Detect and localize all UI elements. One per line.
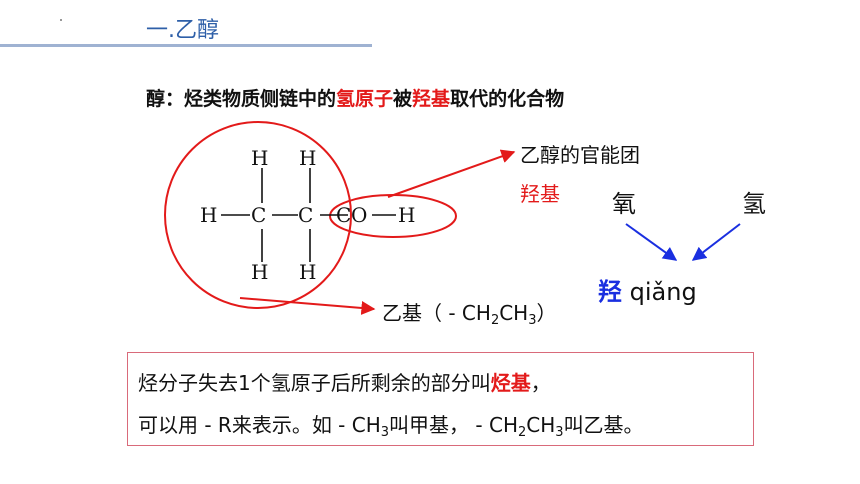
ethyl-suffix: ）	[536, 301, 557, 325]
decor-dot	[60, 19, 62, 21]
note-line-2: 可以用 - R来表示。如 - CH3叫甲基， - CH2CH3叫乙基。	[138, 409, 644, 440]
title-underline	[0, 44, 372, 47]
section-title: 一.乙醇	[146, 18, 219, 43]
definition-prefix: 醇：烃类物质侧链中的	[146, 88, 337, 110]
arrow-to-ethyl	[239, 297, 376, 315]
qiang-pinyin: qiǎng	[629, 278, 697, 306]
note-line1-prefix: 烃分子失去1个氢原子后所剩余的部分叫	[138, 371, 491, 395]
label-qiang: 羟 qiǎng	[598, 272, 697, 307]
definition-highlight-hydroxyl: 羟基	[412, 88, 451, 110]
note-line2-c: CH	[526, 413, 556, 437]
label-functional-group: 乙醇的官能团	[520, 143, 640, 167]
atom-h-left: H	[200, 203, 217, 227]
atom-h-bottom-left: H	[251, 260, 268, 284]
arrow-hydrogen-to-qiang	[691, 223, 741, 261]
definition-mid: 被	[393, 88, 413, 110]
label-ethyl: 乙基（ - CH2CH3）	[382, 297, 557, 328]
arrow-oxygen-to-qiang	[625, 223, 678, 261]
atom-o: O	[351, 203, 367, 227]
note-line1-highlight: 烃基	[490, 371, 531, 395]
qiang-char: 羟	[598, 278, 622, 306]
label-hydrogen: 氢	[742, 190, 766, 218]
ethyl-sub1: 2	[490, 313, 500, 328]
label-hydroxyl: 羟基	[520, 182, 560, 206]
note-line2-b: 叫甲基， - CH	[389, 413, 518, 437]
note-line2-sub1: 3	[380, 425, 390, 440]
note-line2-d: 叫乙基。	[563, 413, 644, 437]
note-line1-suffix: ，	[530, 371, 551, 395]
atom-h-top-right: H	[299, 146, 316, 170]
label-oxygen: 氧	[612, 190, 636, 218]
ethyl-sub2: 3	[528, 313, 537, 328]
note-line2-sub3: 3	[555, 425, 564, 440]
bonds	[221, 168, 396, 262]
atom-h-right: H	[398, 203, 415, 227]
definition-highlight-hydrogen-atom: 氢原子	[336, 88, 394, 110]
atom-h-top-left: H	[251, 146, 268, 170]
note-line2-sub2: 2	[517, 425, 527, 440]
ethyl-prefix: 乙基（ - CH	[382, 301, 491, 325]
ethyl-circle	[164, 121, 352, 309]
atom-c-overlap: C	[336, 203, 351, 227]
note-line-1: 烃分子失去1个氢原子后所剩余的部分叫烃基，	[138, 367, 551, 396]
note-box: 烃分子失去1个氢原子后所剩余的部分叫烃基， 可以用 - R来表示。如 - CH3…	[127, 352, 754, 446]
atom-c2: C	[298, 203, 313, 227]
definition-suffix: 取代的化合物	[450, 88, 565, 110]
definition-text: 醇：烃类物质侧链中的氢原子被羟基取代的化合物	[146, 84, 564, 111]
arrow-to-functional-group	[387, 149, 516, 198]
atom-h-bottom-right: H	[299, 260, 316, 284]
atom-c1: C	[251, 203, 266, 227]
ethyl-mid: CH	[499, 301, 529, 325]
note-line2-a: 可以用 - R来表示。如 - CH	[138, 413, 381, 437]
